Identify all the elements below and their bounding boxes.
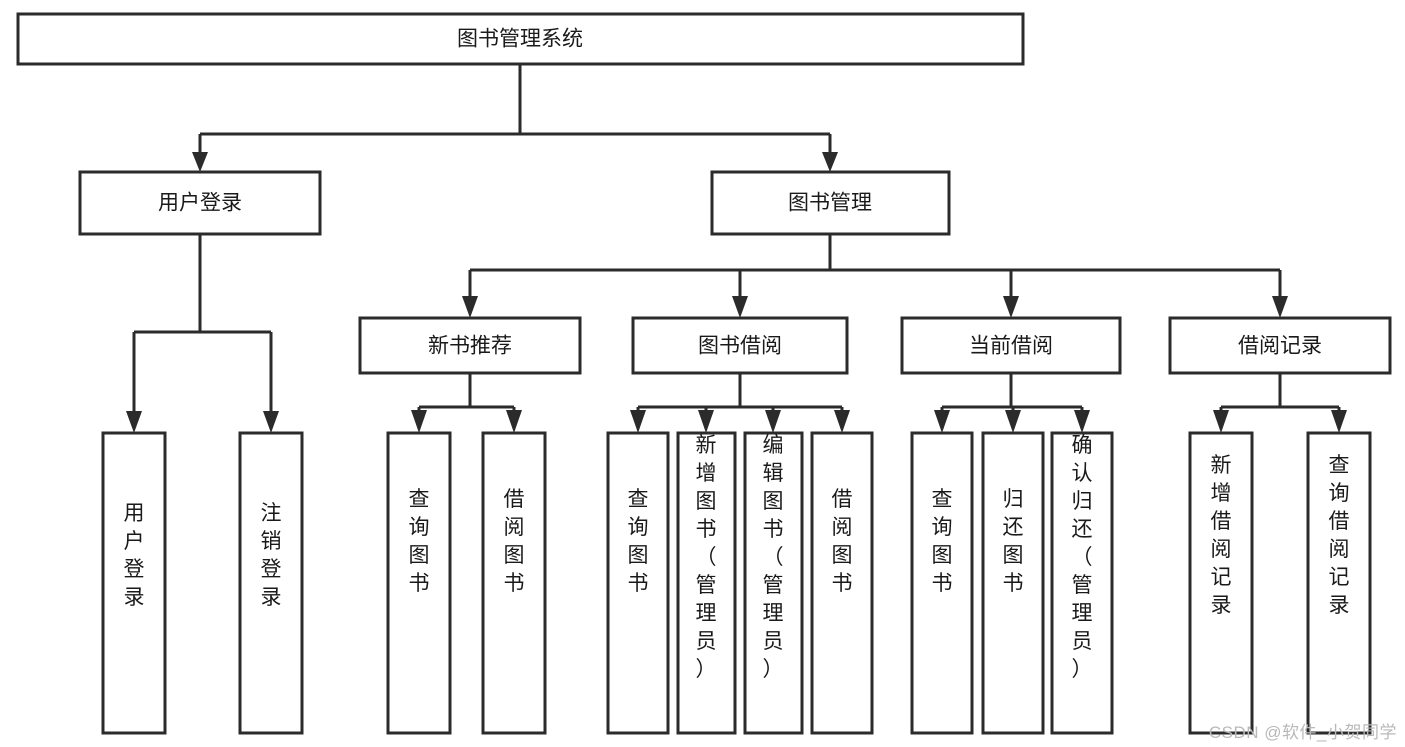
leaf-query-book-current[interactable]: 查询图书 [910, 431, 974, 735]
leaf-confirm-return-admin-box[interactable] [1050, 431, 1114, 735]
leaf-query-book-newbook[interactable]: 查询图书 [386, 431, 452, 735]
leaf-confirm-return-admin-label: 确认归还（管理员） [1072, 434, 1093, 681]
node-user-login-box[interactable] [78, 170, 322, 236]
leaf-borrow-book-borrow-label: 借阅图书 [832, 488, 853, 595]
node-book-borrow-label: 图书借阅 [698, 335, 782, 358]
node-user-login-label: 用户登录 [158, 192, 242, 215]
leaf-borrow-book-newbook-box[interactable] [481, 431, 547, 735]
arrow-head-book-borrow [732, 296, 748, 318]
arrow-head-leaf-borrow-book-2 [834, 410, 850, 433]
arrow-head-borrow-record [1272, 296, 1288, 318]
leaf-add-book-admin-box[interactable] [676, 431, 737, 735]
arrow-head-leaf-logout [263, 411, 279, 433]
arrow-head-leaf-query-book-1 [411, 410, 427, 433]
leaf-add-borrow-record-label: 新增借阅记录 [1211, 454, 1232, 617]
arrow-head-leaf-confirm-return [1074, 410, 1090, 433]
node-root-box[interactable] [16, 12, 1025, 66]
node-current-borrow-box[interactable] [900, 316, 1122, 375]
arrow-head-user-login [192, 152, 208, 172]
leaf-query-borrow-record-box[interactable] [1306, 431, 1372, 735]
leaf-add-borrow-record-box[interactable] [1188, 431, 1254, 735]
node-root-label: 图书管理系统 [457, 28, 583, 51]
arrow-head-book-mgmt [822, 152, 838, 172]
arrow-head-leaf-return-book [1005, 410, 1021, 433]
connector-layer [126, 64, 1347, 433]
leaf-query-book-newbook-label: 查询图书 [409, 488, 430, 595]
arrow-head-leaf-add-record [1213, 410, 1229, 433]
leaf-borrow-book-borrow-box[interactable] [810, 431, 874, 735]
node-borrow-record-box[interactable] [1168, 316, 1392, 375]
leaf-user-login-box[interactable] [101, 431, 167, 735]
leaf-query-borrow-record[interactable]: 查询借阅记录 [1306, 431, 1372, 735]
node-book-management[interactable]: 图书管理 [710, 170, 951, 236]
leaf-query-borrow-record-label: 查询借阅记录 [1329, 454, 1350, 617]
arrow-head-leaf-query-book-2 [630, 410, 646, 433]
arrow-head-leaf-user-login [126, 411, 142, 433]
leaf-return-book-label: 归还图书 [1003, 488, 1024, 595]
leaf-add-book-admin-label: 新增图书（管理员） [696, 434, 717, 681]
leaf-query-book-current-label: 查询图书 [932, 488, 953, 595]
leaf-borrow-book-newbook-label: 借阅图书 [504, 488, 525, 595]
leaf-borrow-book-borrow[interactable]: 借阅图书 [810, 431, 874, 735]
node-new-book-recommend-label: 新书推荐 [428, 335, 512, 358]
node-user-login[interactable]: 用户登录 [78, 170, 322, 236]
node-book-borrow-box[interactable] [631, 316, 849, 375]
leaf-query-book-borrow-label: 查询图书 [628, 488, 649, 595]
arrow-head-leaf-borrow-book-1 [506, 410, 522, 433]
arrow-head-new-book-rec [462, 296, 478, 318]
leaf-edit-book-admin[interactable]: 编辑图书（管理员） [743, 431, 804, 735]
node-borrow-record[interactable]: 借阅记录 [1168, 316, 1392, 375]
leaf-confirm-return-admin[interactable]: 确认归还（管理员） [1050, 431, 1114, 735]
node-book-management-box[interactable] [710, 170, 951, 236]
node-book-management-label: 图书管理 [788, 192, 872, 215]
arrow-head-leaf-edit-book [765, 410, 781, 433]
leaf-return-book-box[interactable] [981, 431, 1045, 735]
leaf-borrow-book-newbook[interactable]: 借阅图书 [481, 431, 547, 735]
leaf-logout-label: 注销登录 [261, 502, 282, 609]
leaf-add-book-admin[interactable]: 新增图书（管理员） [676, 431, 737, 735]
arrow-head-leaf-query-record [1331, 410, 1347, 433]
arrow-head-leaf-add-book [698, 410, 714, 433]
node-new-book-recommend-box[interactable] [358, 316, 582, 375]
node-book-borrow[interactable]: 图书借阅 [631, 316, 849, 375]
leaf-query-book-newbook-box[interactable] [386, 431, 452, 735]
leaf-user-login-label: 用户登录 [124, 502, 145, 609]
leaf-query-book-borrow-box[interactable] [606, 431, 670, 735]
leaf-logout-box[interactable] [238, 431, 304, 735]
leaf-edit-book-admin-box[interactable] [743, 431, 804, 735]
leaf-user-login[interactable]: 用户登录 [101, 431, 167, 735]
leaf-query-book-current-box[interactable] [910, 431, 974, 735]
node-new-book-recommend[interactable]: 新书推荐 [358, 316, 582, 375]
node-current-borrow-label: 当前借阅 [969, 335, 1053, 358]
leaf-edit-book-admin-label: 编辑图书（管理员） [763, 434, 784, 681]
node-current-borrow[interactable]: 当前借阅 [900, 316, 1122, 375]
leaf-add-borrow-record[interactable]: 新增借阅记录 [1188, 431, 1254, 735]
node-root[interactable]: 图书管理系统 [16, 12, 1025, 66]
leaf-return-book[interactable]: 归还图书 [981, 431, 1045, 735]
arrow-head-leaf-query-book-3 [934, 410, 950, 433]
node-borrow-record-label: 借阅记录 [1238, 335, 1322, 358]
arrow-head-current-borrow [1003, 296, 1019, 318]
leaf-logout[interactable]: 注销登录 [238, 431, 304, 735]
leaf-query-book-borrow[interactable]: 查询图书 [606, 431, 670, 735]
